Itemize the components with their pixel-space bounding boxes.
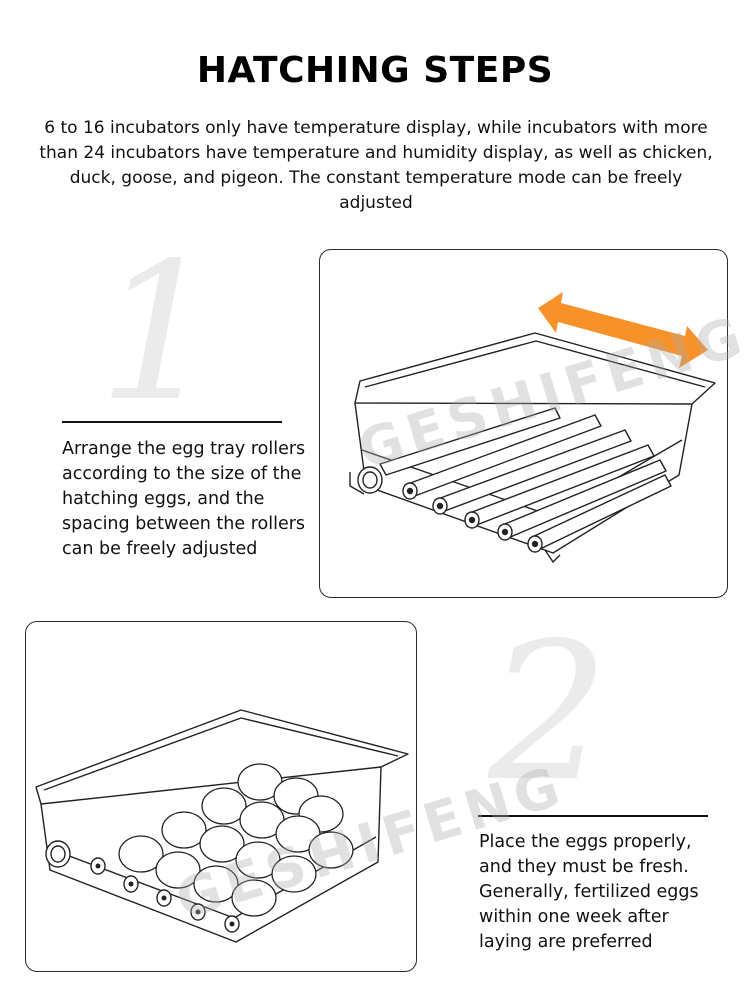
step-2-description: Place the eggs properly, and they must b… bbox=[479, 832, 699, 952]
step-1-illustration-panel bbox=[319, 249, 728, 598]
step-1-description: Arrange the egg tray rollers according t… bbox=[62, 439, 306, 559]
step-1-number: 1 bbox=[98, 222, 219, 443]
eggs-in-tray-illustration bbox=[35, 709, 409, 943]
step-1-divider bbox=[62, 421, 282, 423]
roller-tray-illustration bbox=[349, 292, 716, 563]
step-2-number: 2 bbox=[488, 602, 609, 823]
step-2-illustration-panel bbox=[25, 621, 417, 972]
intro-paragraph: 6 to 16 incubators only have temperature… bbox=[39, 118, 713, 213]
adjust-direction-arrow bbox=[538, 292, 708, 368]
step-2-divider bbox=[478, 815, 708, 817]
page-title: HATCHING STEPS bbox=[196, 50, 554, 91]
